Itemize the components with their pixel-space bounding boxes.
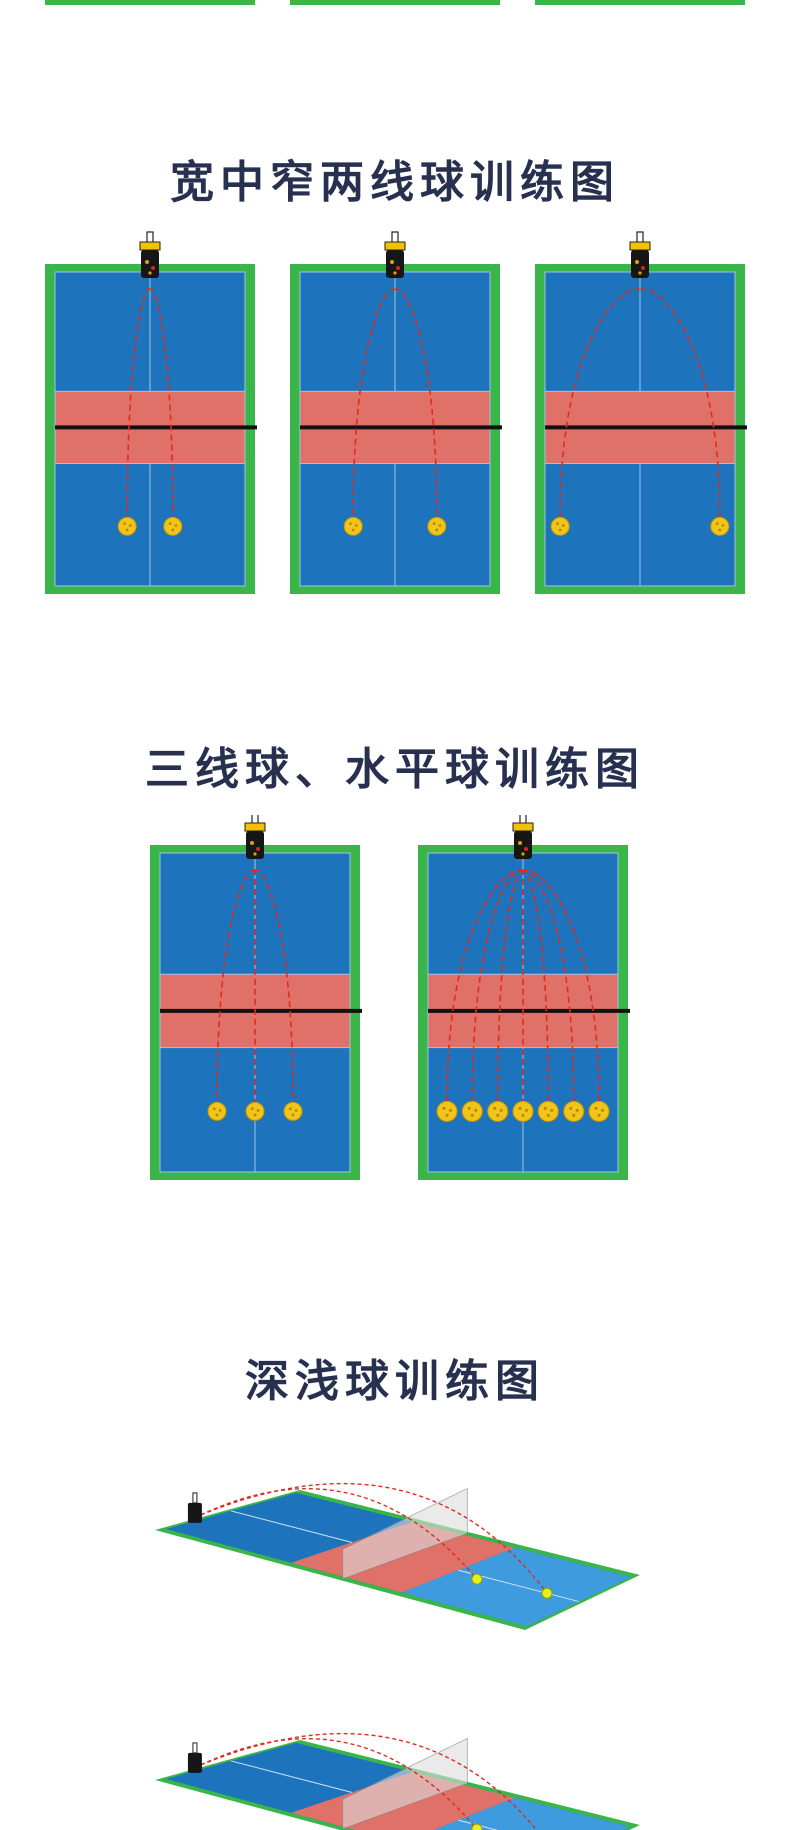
ball-machine-icon xyxy=(139,231,161,278)
previous-court-edge-1 xyxy=(45,0,255,5)
previous-court-edge-2 xyxy=(290,0,500,5)
pickleball-icon xyxy=(487,1100,509,1122)
pickleball-icon xyxy=(117,516,137,536)
heading-three-line-horizontal: 三线球、水平球训练图 xyxy=(145,744,645,795)
pickleball-icon xyxy=(541,1587,553,1599)
trajectory xyxy=(559,288,641,518)
perspective-court-1 xyxy=(155,1482,640,1630)
court-wide xyxy=(535,231,747,594)
trajectory xyxy=(216,869,256,1103)
three-line-horizontal-drill-diagrams xyxy=(150,815,630,1180)
far-court xyxy=(401,1547,631,1627)
perspective-court-2 xyxy=(155,1732,640,1830)
court-three-line xyxy=(150,815,362,1180)
ball-machine-icon xyxy=(512,815,534,859)
center-line xyxy=(230,1760,352,1793)
trajectory-deep xyxy=(200,1482,548,1594)
trajectory xyxy=(471,869,524,1102)
court-horizontal xyxy=(418,815,630,1180)
pickleball-icon xyxy=(343,516,363,536)
heading-wide-medium-narrow: 宽中窄两线球训练图 xyxy=(170,157,620,208)
pickleball-icon xyxy=(710,516,730,536)
net xyxy=(342,1487,468,1580)
trajectory-shallow xyxy=(200,1488,478,1580)
trajectory xyxy=(149,288,174,518)
pickleball-icon xyxy=(245,1101,265,1121)
pickleball-icon xyxy=(588,1100,610,1122)
trajectory xyxy=(254,869,294,1103)
court-narrow xyxy=(45,231,257,594)
heading-deep-shallow: 深浅球训练图 xyxy=(245,1356,545,1407)
pickleball-icon xyxy=(471,1573,483,1585)
pickleball-icon xyxy=(283,1101,303,1121)
pickleball-icon xyxy=(537,1100,559,1122)
trajectory xyxy=(126,288,151,518)
pickleball-icon xyxy=(550,516,570,536)
pickleball-icon xyxy=(512,1100,534,1122)
pickleball-icon xyxy=(207,1101,227,1121)
court-medium xyxy=(290,231,502,594)
trajectory xyxy=(496,869,524,1102)
two-line-drill-diagrams xyxy=(45,231,747,594)
pickleball-icon xyxy=(163,516,183,536)
trajectory xyxy=(522,869,600,1102)
ball-machine-icon xyxy=(187,1742,202,1773)
ball-machine-icon xyxy=(244,815,266,859)
ball-machine-icon xyxy=(629,231,651,278)
pickleball-icon xyxy=(427,516,447,536)
pickleball-icon xyxy=(471,1823,483,1830)
trajectory xyxy=(446,869,524,1102)
pickleball-icon xyxy=(461,1100,483,1122)
ball-machine-icon xyxy=(187,1492,202,1523)
center-line xyxy=(230,1510,352,1543)
trajectory-shallow xyxy=(200,1738,478,1830)
pickleball-icon xyxy=(563,1100,585,1122)
previous-court-edge-3 xyxy=(535,0,745,5)
deep-shallow-perspective-court-2 xyxy=(155,1732,640,1830)
trajectory xyxy=(639,288,721,518)
deep-shallow-perspective-court xyxy=(155,1482,640,1630)
ball-machine-icon xyxy=(384,231,406,278)
trajectory xyxy=(352,288,396,518)
trajectory xyxy=(394,288,438,518)
pickleball-icon xyxy=(436,1100,458,1122)
